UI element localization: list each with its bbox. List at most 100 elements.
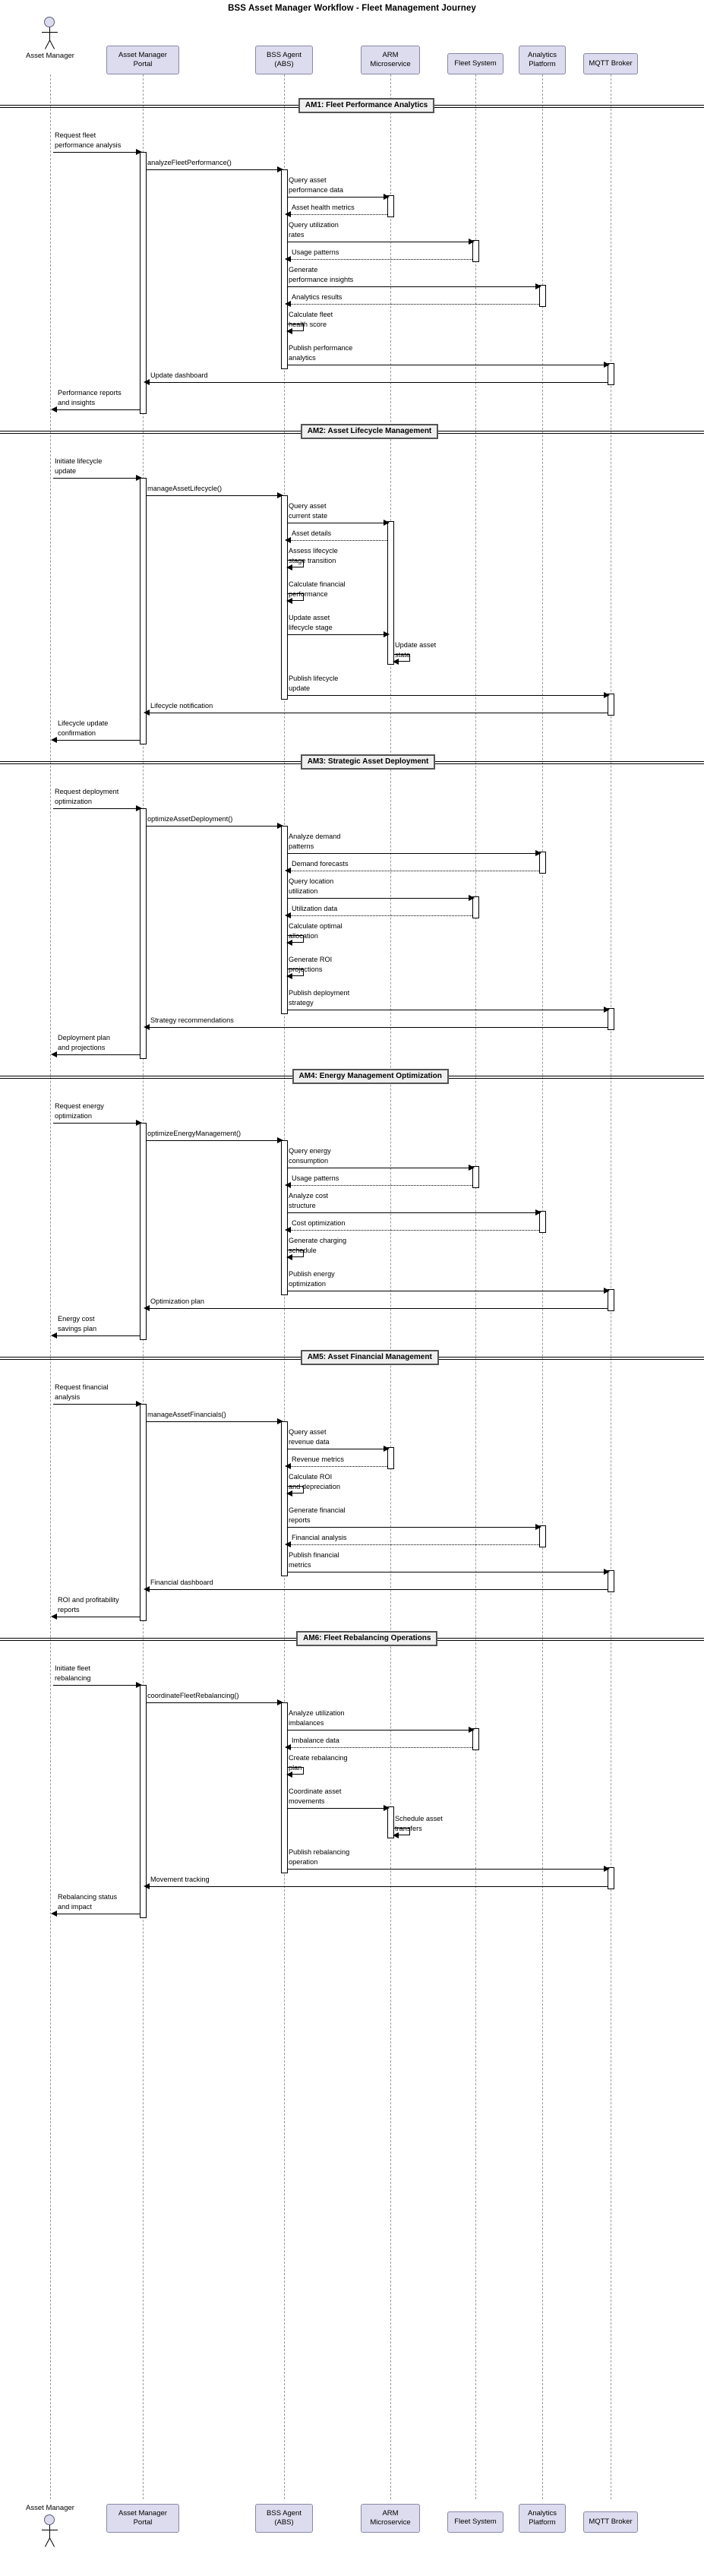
message-label: Calculate optimal allocation [289,922,343,940]
message-arrow-left [285,1227,291,1233]
message-label: Analytics results [292,293,343,301]
message-label: Create rebalancing plan [289,1754,348,1772]
message-line [53,808,140,809]
activation-mqtt-am4 [607,1289,614,1311]
self-message-arrow [286,564,292,571]
participant-box-portal[interactable]: Asset Manager Portal [106,2504,179,2533]
participant-box-arm[interactable]: ARM Microservice [361,46,420,74]
lifeline-fleet [475,74,476,2499]
message-label: Lifecycle update confirmation [58,719,109,737]
message-line [53,740,140,741]
participant-box-portal[interactable]: Asset Manager Portal [106,46,179,74]
self-message-arrow [286,1490,292,1497]
actor-legr-icon [49,2537,55,2547]
message-label: Query asset revenue data [289,1428,330,1446]
participant-box-agent[interactable]: BSS Agent (ABS) [255,2504,313,2533]
message-label: Rebalancing status and impact [58,1893,118,1911]
message-label: Cost optimization [292,1219,346,1227]
activation-agent-am1 [280,169,288,369]
participant-box-mqtt[interactable]: MQTT Broker [583,53,638,74]
self-message-arrow [286,1254,292,1260]
self-message-box [393,654,410,662]
message-line [53,152,140,153]
activation-mqtt-am2 [607,694,614,716]
activation-fleet-am4 [472,1166,479,1188]
section-label-am1: AM1: Fleet Performance Analytics [298,98,435,113]
activation-portal-am6 [139,1685,147,1918]
section-label-am2: AM2: Asset Lifecycle Management [300,424,439,439]
message-label: Performance reports and insights [58,389,122,406]
message-line [287,1527,539,1528]
message-label: analyzeFleetPerformance() [147,159,232,166]
message-arrow-right [604,1866,610,1872]
message-arrow-left [285,1744,291,1750]
message-label: optimizeAssetDeployment() [147,815,233,823]
activation-portal-am2 [139,478,147,744]
section-label-am3: AM3: Strategic Asset Deployment [300,754,436,770]
activation-arm-am2 [387,521,394,665]
message-line [287,695,608,696]
self-message-box [393,1828,410,1835]
message-line [146,495,281,496]
message-line [146,1589,608,1590]
message-label: Analyze demand patterns [289,833,341,850]
section-label-am4: AM4: Energy Management Optimization [292,1069,449,1084]
message-label: Assess lifecycle stage transition [289,547,338,564]
message-line [287,214,387,215]
self-message-arrow [286,940,292,946]
activation-portal-am4 [139,1123,147,1340]
message-label: manageAssetLifecycle() [147,485,223,492]
lifeline-actor [50,74,51,2499]
message-arrow-right [535,283,541,289]
message-arrow-left [144,1305,150,1311]
message-label: Publish energy optimization [289,1270,335,1288]
message-line [287,540,387,541]
participant-box-mqtt[interactable]: MQTT Broker [583,2511,638,2533]
message-label: Asset details [292,529,332,537]
participant-box-fleet[interactable]: Fleet System [447,53,504,74]
message-line [287,197,387,198]
message-arrow-left [285,1182,291,1188]
actor-head-icon [44,17,55,27]
message-arrow-right [604,1569,610,1575]
message-line [287,915,472,916]
message-arrow-right [277,166,283,172]
participant-box-analytics[interactable]: Analytics Platform [519,46,566,74]
self-message-box [287,1486,304,1493]
participant-box-analytics[interactable]: Analytics Platform [519,2504,566,2533]
participant-box-arm[interactable]: ARM Microservice [361,2504,420,2533]
message-label: Lifecycle notification [150,702,213,710]
message-arrow-left [285,1463,291,1469]
self-message-box [287,593,304,601]
section-label-am6: AM6: Fleet Rebalancing Operations [296,1631,438,1646]
message-arrow-right [136,1401,142,1407]
message-label: Financial dashboard [150,1579,213,1586]
message-arrow-right [277,492,283,498]
message-label: Calculate fleet health score [289,311,333,328]
message-line [287,1869,608,1870]
message-arrow-left [51,1332,57,1339]
message-arrow-right [469,1727,475,1733]
message-arrow-left [144,1883,150,1889]
self-message-arrow [286,328,292,334]
message-label: Request deployment optimization [55,788,119,805]
activation-agent-am3 [280,826,288,1014]
message-arrow-right [469,239,475,245]
message-line [53,478,140,479]
message-label: Request financial analysis [55,1383,109,1401]
message-line [287,634,387,635]
self-message-arrow [393,1832,399,1838]
message-arrow-left [144,710,150,716]
message-label: Request energy optimization [55,1102,104,1120]
message-line [287,898,472,899]
activation-arm-am5 [387,1447,394,1469]
message-label: Update dashboard [150,371,208,379]
message-arrow-right [136,805,142,811]
participant-box-agent[interactable]: BSS Agent (ABS) [255,46,313,74]
message-label: Publish rebalancing operation [289,1848,350,1866]
message-arrow-right [384,520,390,526]
participant-box-fleet[interactable]: Fleet System [447,2511,504,2533]
message-label: Deployment plan and projections [58,1034,110,1051]
actor-label: Asset Manager [26,52,74,60]
message-line [146,1702,281,1703]
